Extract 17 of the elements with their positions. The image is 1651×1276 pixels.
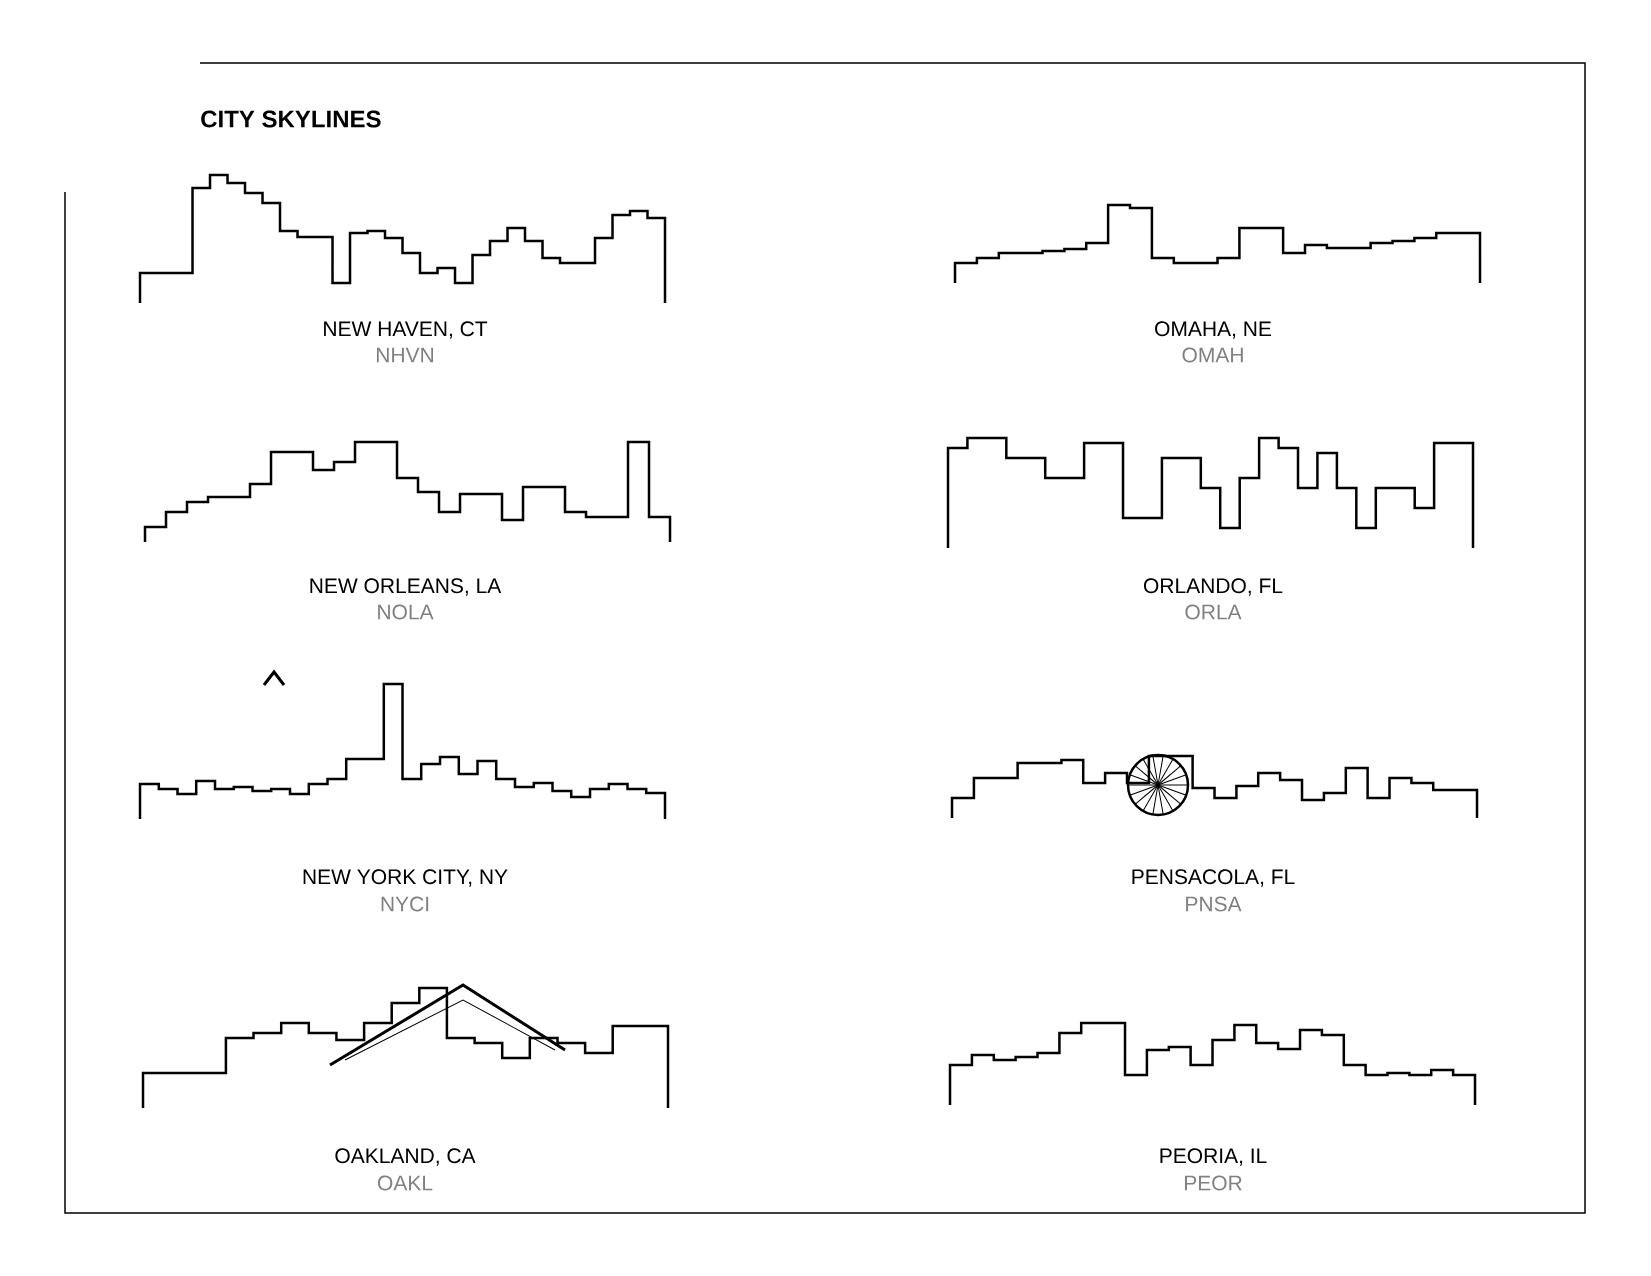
city-name: NEW HAVEN, CT [324, 321, 488, 339]
city-code: PEOR [1185, 1175, 1242, 1191]
city-code: NOLA [378, 604, 434, 620]
city-name: NEW YORK CITY, NY [303, 869, 508, 887]
city-name: ORLANDO, FL [1144, 578, 1283, 596]
city-code: OMAH [1182, 347, 1243, 363]
city-code: NHVN [377, 347, 434, 363]
city-name: PEORIA, IL [1160, 1148, 1267, 1166]
city-code: PNSA [1186, 896, 1242, 912]
title: CITY SKYLINES [201, 110, 381, 128]
city-name: OAKLAND, CA [335, 1148, 476, 1166]
city-code: ORLA [1185, 604, 1242, 620]
city-code: NYCI [381, 896, 429, 912]
city-name: OMAHA, NE [1155, 321, 1271, 339]
city-code: OAKL [378, 1175, 433, 1191]
city-name: NEW ORLEANS, LA [310, 578, 502, 596]
city-name: PENSACOLA, FL [1132, 869, 1295, 887]
